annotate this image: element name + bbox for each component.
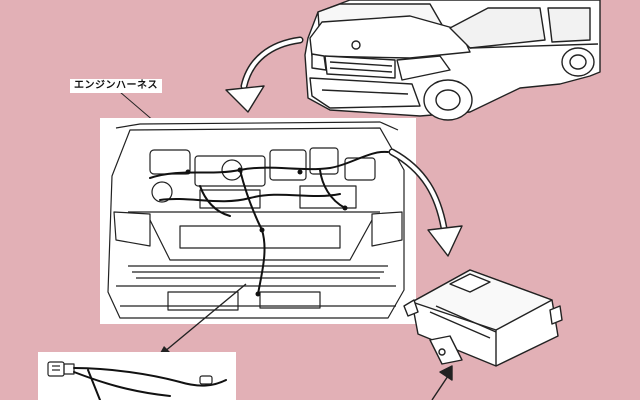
arrow-icon xyxy=(431,365,453,400)
engine-bay-panel xyxy=(100,118,416,324)
engine-harness-label: エンジンハーネス xyxy=(70,79,162,93)
ecu-module xyxy=(403,269,563,367)
curved-arrow-icon xyxy=(388,148,463,257)
car-overview xyxy=(304,0,601,121)
curved-arrow-icon xyxy=(225,36,304,113)
connector-detail-panel xyxy=(38,352,236,400)
